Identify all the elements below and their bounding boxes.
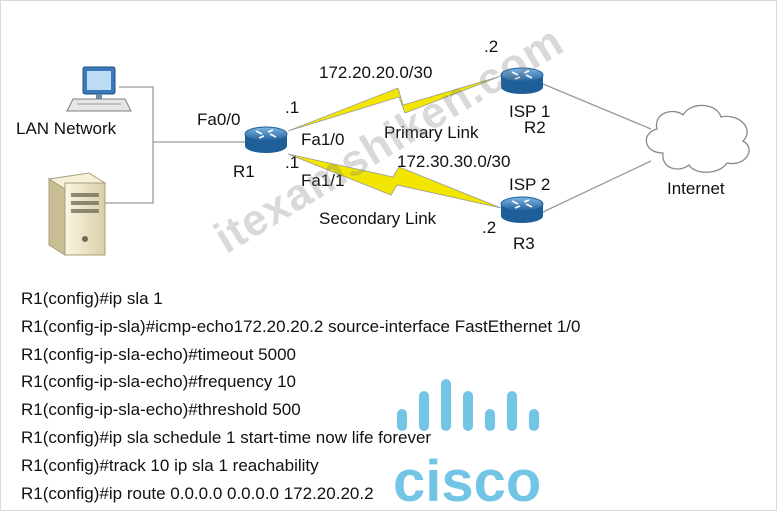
network-topology-diagram: LAN Network R1 ISP 1 R2 (16, 37, 750, 256)
r3-to-cloud-wire (542, 160, 652, 213)
secondary-r1-host-label: .1 (285, 153, 299, 172)
config-line: R1(config)#ip sla schedule 1 start-time … (21, 427, 432, 447)
router-r3-label: R3 (513, 234, 535, 253)
server-icon (47, 172, 107, 256)
secondary-network-label: 172.30.30.0/30 (397, 152, 510, 171)
isp1-label: ISP 1 (509, 102, 550, 121)
interface-fa10-label: Fa1/0 (301, 130, 344, 149)
config-line: R1(config-ip-sla-echo)#frequency 10 (21, 372, 296, 392)
primary-network-label: 172.20.20.0/30 (319, 63, 432, 82)
wires (105, 83, 652, 213)
lan-network-label: LAN Network (16, 119, 117, 138)
router-r3-icon (500, 196, 544, 223)
secondary-link-label: Secondary Link (319, 209, 437, 228)
router-config-listing: R1(config)#ip sla 1 R1(config-ip-sla)#ic… (21, 285, 580, 507)
router-r1-icon (244, 126, 288, 153)
interface-fa11-label: Fa1/1 (301, 171, 344, 190)
r2-to-cloud-wire (542, 83, 652, 130)
config-line: R1(config)#ip route 0.0.0.0 0.0.0.0 172.… (21, 483, 374, 503)
config-line: R1(config-ip-sla-echo)#threshold 500 (21, 400, 301, 420)
config-line: R1(config-ip-sla-echo)#timeout 5000 (21, 344, 296, 364)
internet-cloud-icon (645, 104, 750, 173)
internet-label: Internet (667, 179, 725, 198)
primary-r1-host-label: .1 (285, 98, 299, 117)
isp2-label: ISP 2 (509, 175, 550, 194)
cisco-logo-watermark: cisco (393, 379, 541, 508)
interface-fa00-label: Fa0/0 (197, 110, 240, 129)
primary-isp-host-label: .2 (484, 37, 498, 56)
router-r2-label: R2 (524, 118, 546, 137)
lan-wire (105, 86, 154, 204)
router-r1-label: R1 (233, 162, 255, 181)
config-line: R1(config)#track 10 ip sla 1 reachabilit… (21, 455, 319, 475)
config-line: R1(config-ip-sla)#icmp-echo172.20.20.2 s… (21, 316, 581, 336)
workstation-icon (66, 66, 132, 112)
cisco-logo-text: cisco (393, 449, 541, 508)
router-r2-icon (500, 67, 544, 94)
config-line: R1(config)#ip sla 1 (21, 289, 163, 308)
primary-link-label: Primary Link (384, 123, 479, 142)
secondary-isp-host-label: .2 (482, 218, 496, 237)
